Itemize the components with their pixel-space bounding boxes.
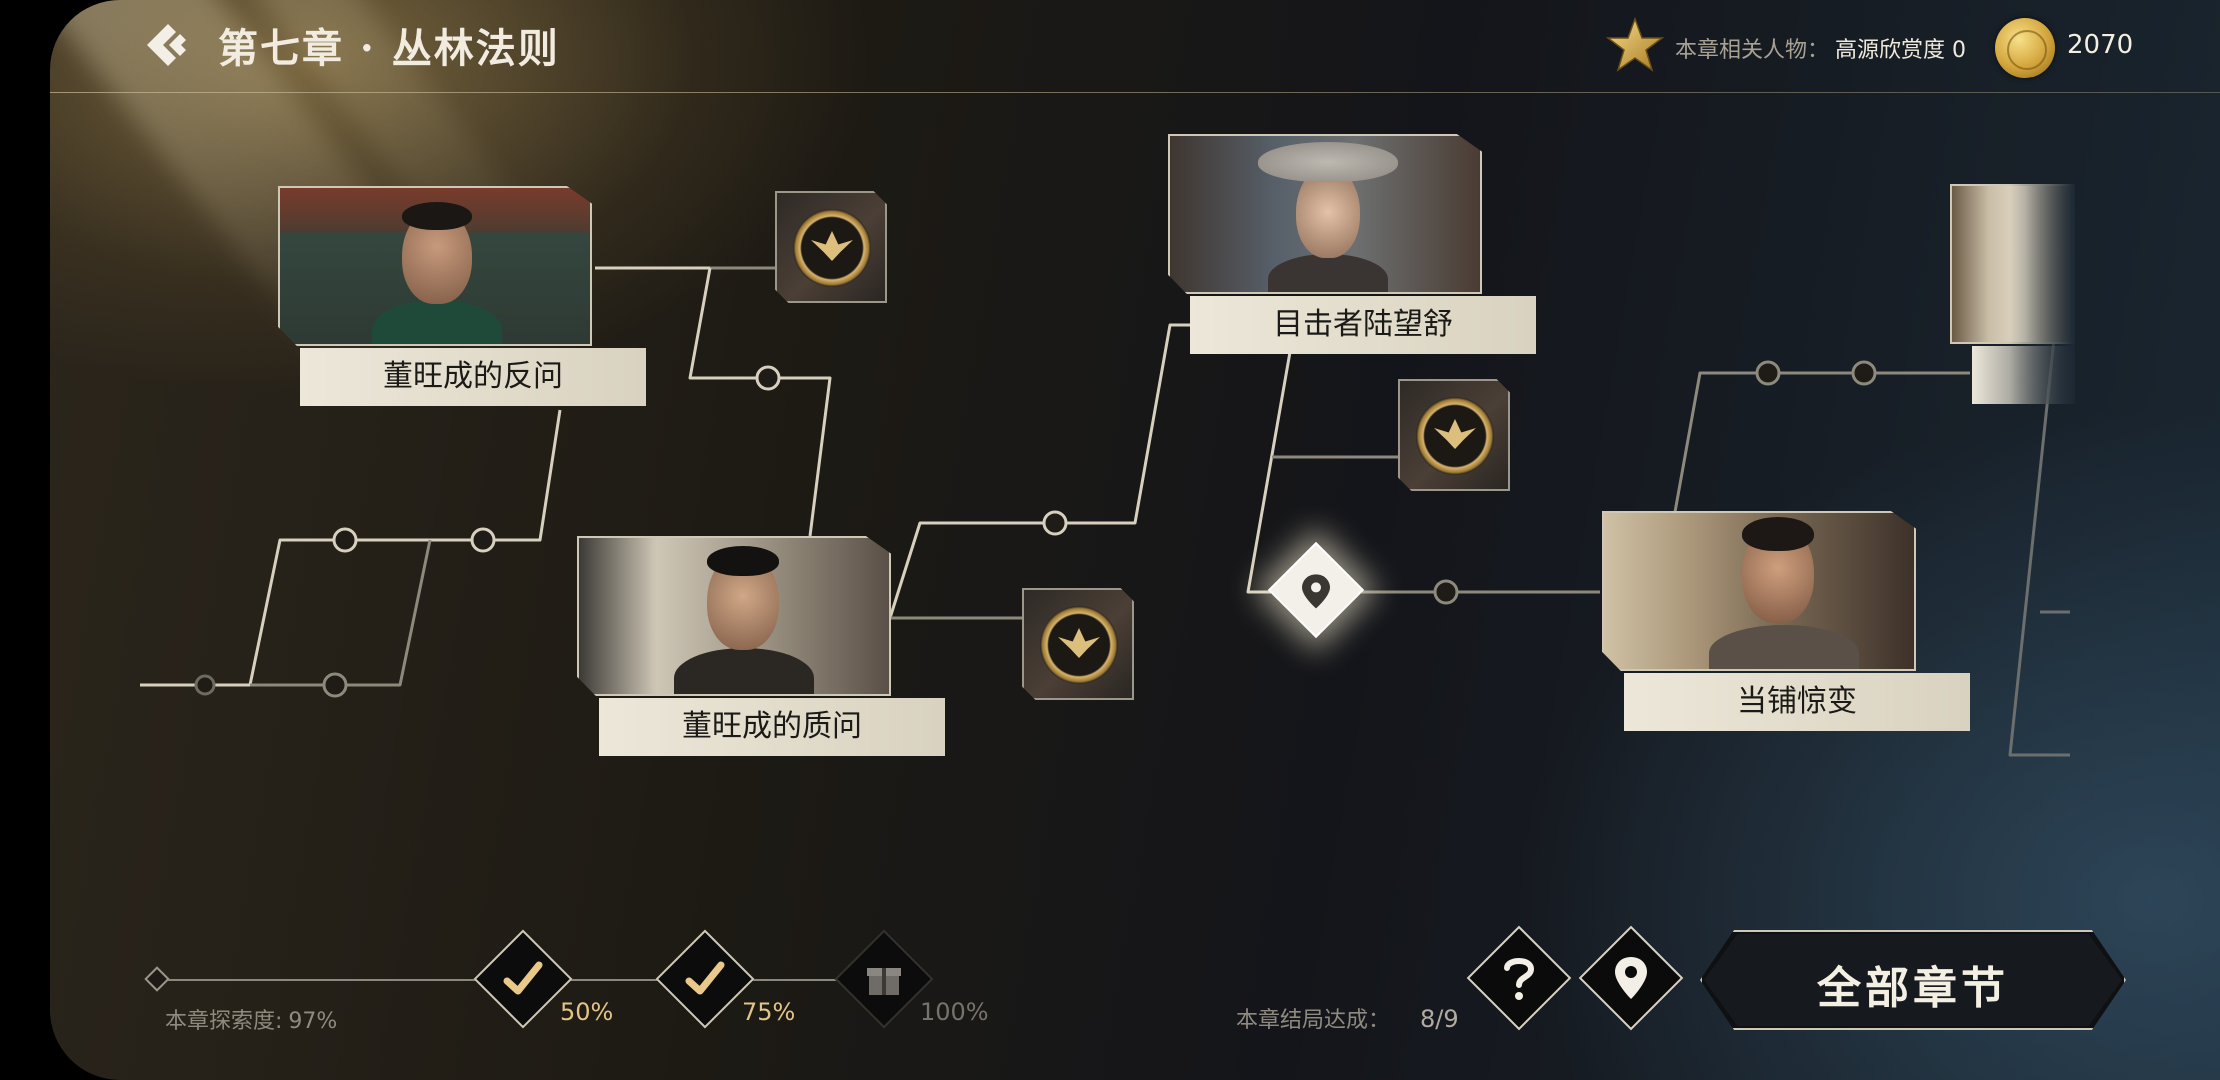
scene-photo: [1950, 184, 2075, 344]
current-location-node[interactable]: [1267, 541, 1365, 639]
check-icon: [685, 961, 725, 995]
gift-icon: [867, 968, 901, 995]
locate-button[interactable]: [1578, 925, 1684, 1031]
check-icon: [503, 961, 543, 995]
milestone-75-label: 75%: [742, 998, 796, 1026]
all-chapters-button[interactable]: 全部章节: [1700, 930, 2126, 1030]
scene-photo: [278, 186, 592, 346]
clue-node[interactable]: [775, 191, 887, 303]
milestone-75[interactable]: [655, 929, 755, 1029]
story-node-caption: 董旺成的质问: [599, 698, 945, 756]
scene-photo: [577, 536, 891, 696]
story-node-caption: 当铺惊变: [1624, 673, 1970, 731]
spider-emblem-icon: [793, 209, 871, 287]
scene-photo: [1602, 511, 1916, 671]
map-pin-icon: [1615, 957, 1647, 999]
exploration-value: 97%: [288, 1009, 338, 1034]
story-node-witness[interactable]: 目击者陆望舒: [1168, 134, 1538, 356]
back-arrow-icon: [147, 24, 186, 66]
spider-emblem-icon: [1040, 606, 1118, 684]
story-node-dong-interrogate[interactable]: 董旺成的质问: [577, 536, 947, 758]
help-button[interactable]: [1466, 925, 1572, 1031]
star-icon: [1605, 16, 1665, 72]
related-characters-label: 本章相关人物：: [1675, 38, 1830, 63]
spider-emblem-icon: [1416, 397, 1494, 475]
all-chapters-label: 全部章节: [1817, 963, 2009, 1014]
back-button[interactable]: [142, 20, 192, 70]
map-pin-icon: [1302, 574, 1330, 609]
chapter-map-screen: 第七章 · 丛林法则 本章相关人物： 高源欣赏度 0 2070 董旺成的反问 董…: [50, 0, 2220, 1080]
header-divider: [50, 92, 2220, 93]
chapter-title: 第七章 · 丛林法则: [218, 25, 560, 72]
appreciation-value: 高源欣赏度 0: [1835, 38, 1966, 63]
coin-icon: [1995, 18, 2055, 78]
question-icon: [1504, 958, 1535, 1000]
story-node-dong-question[interactable]: 董旺成的反问: [278, 186, 648, 408]
progress-start-marker: [144, 966, 170, 992]
story-node-caption: 目击者陆望舒: [1190, 296, 1536, 354]
scene-photo: [1168, 134, 1482, 294]
milestone-100-label: 100%: [920, 998, 989, 1026]
milestone-50-label: 50%: [560, 998, 614, 1026]
story-node-pawnshop[interactable]: 当铺惊变: [1602, 511, 1972, 733]
endings-label: 本章结局达成：: [1236, 1008, 1391, 1033]
story-node-partial[interactable]: [1950, 184, 2075, 404]
story-node-caption: [1972, 346, 2075, 404]
story-node-caption: 董旺成的反问: [300, 348, 646, 406]
endings-value: 8/9: [1420, 1005, 1459, 1033]
milestone-100[interactable]: [834, 929, 934, 1029]
exploration-label: 本章探索度:97%: [165, 1009, 338, 1034]
clue-node[interactable]: [1022, 588, 1134, 700]
coin-count: 2070: [2067, 30, 2134, 60]
clue-node[interactable]: [1398, 379, 1510, 491]
milestone-50[interactable]: [473, 929, 573, 1029]
